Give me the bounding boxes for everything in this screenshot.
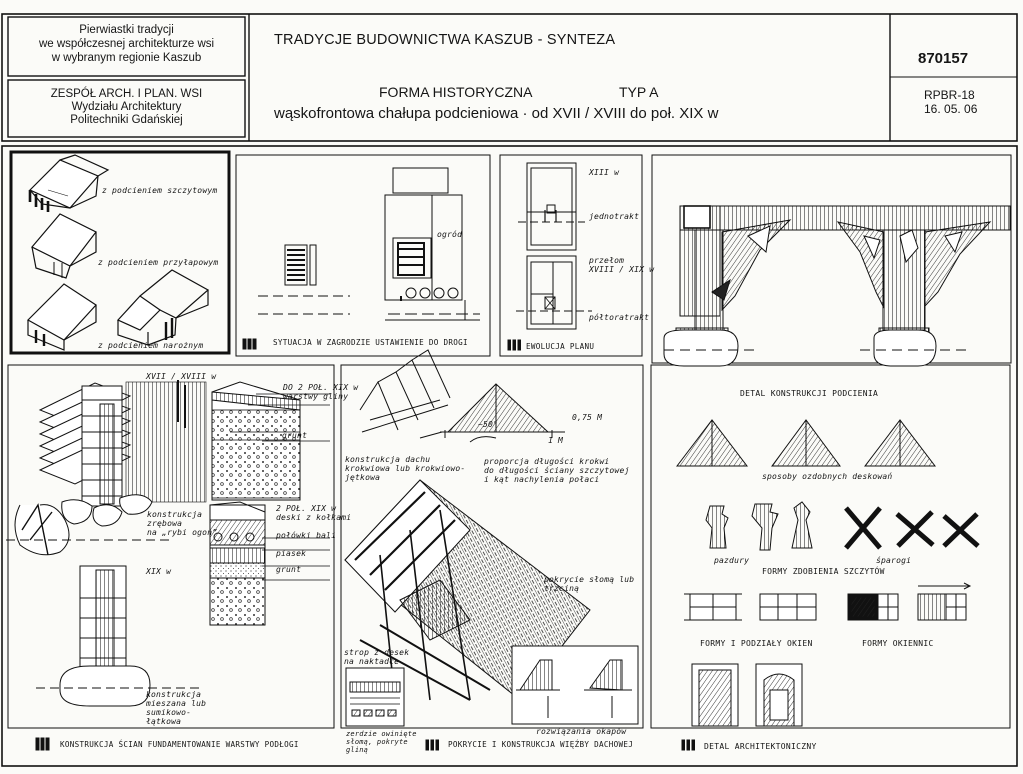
plan-caption: EWOLUCJA PLANU — [526, 342, 595, 351]
sparogi-label: śparogi — [876, 556, 912, 565]
wall-construct2-label: konstrukcja mieszana lub sumikowo- łątko… — [146, 690, 207, 726]
gable-forms-caption: FORMY ZDOBIENIA SZCZYTÓW — [762, 567, 885, 576]
wall-era2-label: XIX w — [146, 567, 172, 576]
sheet-number: 870157 — [918, 50, 969, 67]
roof-straw-label: zerdzie owinięte słomą, pokryte gliną — [346, 730, 417, 754]
type-label-corner-arcade: z podcieniem narożnym — [98, 341, 204, 350]
roof-proportion-label: proporcja długości krokwi do długości śc… — [484, 457, 630, 484]
project-title-line: Pierwiastki tradycji — [79, 24, 174, 36]
wall-ground-label: grunt — [282, 431, 308, 440]
roof-construction-drawing — [344, 349, 639, 751]
plan-turn-label: przełom XVIII / XIX w — [589, 256, 655, 274]
subtitle-description: wąskofrontowa chałupa podcieniowa · od X… — [274, 105, 719, 122]
windows-caption: FORMY I PODZIAŁY OKIEN — [700, 639, 813, 648]
panel-frames — [1, 145, 1018, 767]
plan-century-label: XIII w — [589, 168, 620, 177]
pazdury-label: pazdury — [714, 556, 750, 565]
shutters-caption: FORMY OKIENNIC — [862, 639, 934, 648]
roof-covering-label: pokrycie słomą lub trzciną — [544, 575, 635, 593]
site-plan-drawing — [242, 167, 480, 350]
house-type-sketches — [27, 154, 210, 351]
team-line: Politechniki Gdańskiej — [70, 114, 183, 126]
roof-ceiling-label: strop z desek na naktadce — [344, 648, 410, 666]
arcade-caption: DETAL KONSTRUKCJI PODCIENIA — [740, 389, 879, 398]
roof-angle-label: ~50° — [478, 420, 499, 429]
architectural-details-drawing — [675, 419, 980, 751]
sheet-date: 16. 05. 06 — [924, 102, 978, 116]
roof-unit-label: 1 M — [548, 436, 564, 445]
main-title: TRADYCJE BUDOWNICTWA KASZUB - SYNTEZA — [274, 32, 616, 48]
plan-evolution-drawing — [507, 162, 592, 351]
details-caption: DETAL ARCHITEKTONICZNY — [704, 742, 817, 751]
wall-layers1-label: DO 2 POŁ. XIX w warstwy gliny — [283, 383, 359, 401]
wall-halves-label: połówki bali — [276, 531, 337, 540]
roof-ratio-label: 0,75 M — [572, 413, 603, 422]
project-title-box: Pierwiastki tradycji we współczesnej arc… — [12, 23, 241, 65]
wall-layers2-label: 2 POŁ. XIX w deski z kołkami — [276, 504, 352, 522]
site-caption: SYTUACJA W ZAGRODZIE USTAWIENIE DO DROGI — [273, 338, 468, 347]
team-line: Wydziału Architektury — [71, 101, 182, 113]
wall-ground2-label: grunt — [276, 565, 302, 574]
type-label-side-arcade: z podcieniem przyłapowym — [98, 258, 219, 267]
wall-construction-drawing — [6, 380, 330, 751]
walls-caption: KONSTRUKCJA ŚCIAN FUNDAMENTOWANIE WARSTW… — [60, 740, 299, 749]
project-title-line: w wybranym regionie Kaszub — [51, 52, 202, 64]
subtitle-form: FORMA HISTORYCZNA — [379, 84, 533, 100]
title-block-frame — [1, 13, 1018, 142]
team-line: ZESPÓŁ ARCH. I PLAN. WSI — [50, 88, 203, 100]
roof-eaves-label: rozwiązania okapów — [536, 727, 627, 736]
wall-construct1-label: konstrukcja zrębowa na „rybi ogon” — [147, 510, 218, 537]
roof-caption: POKRYCIE I KONSTRUKCJA WIĘŹBY DACHOWEJ — [448, 740, 634, 749]
sheet-code: RPBR-18 — [924, 88, 975, 102]
plan-single-label: jednotrakt — [589, 212, 640, 221]
roof-type-label: konstrukcja dachu krokwiowa lub krokwiow… — [345, 455, 466, 482]
type-label-gable-arcade: z podcieniem szczytowym — [102, 186, 218, 195]
team-box: ZESPÓŁ ARCH. I PLAN. WSI Wydziału Archit… — [12, 88, 241, 127]
arcade-construction-drawing — [663, 205, 1011, 367]
garden-label: ogród — [437, 230, 463, 239]
boards-label: sposoby ozdobnych deskowań — [762, 472, 893, 481]
plan-onehalf-label: półtoratrakt — [589, 313, 650, 322]
subtitle-type: TYP A — [619, 84, 659, 100]
project-title-line: we współczesnej architekturze wsi — [38, 38, 215, 50]
wall-era1-label: XVII / XVIII w — [146, 372, 217, 381]
wall-sand-label: piasek — [276, 549, 307, 558]
